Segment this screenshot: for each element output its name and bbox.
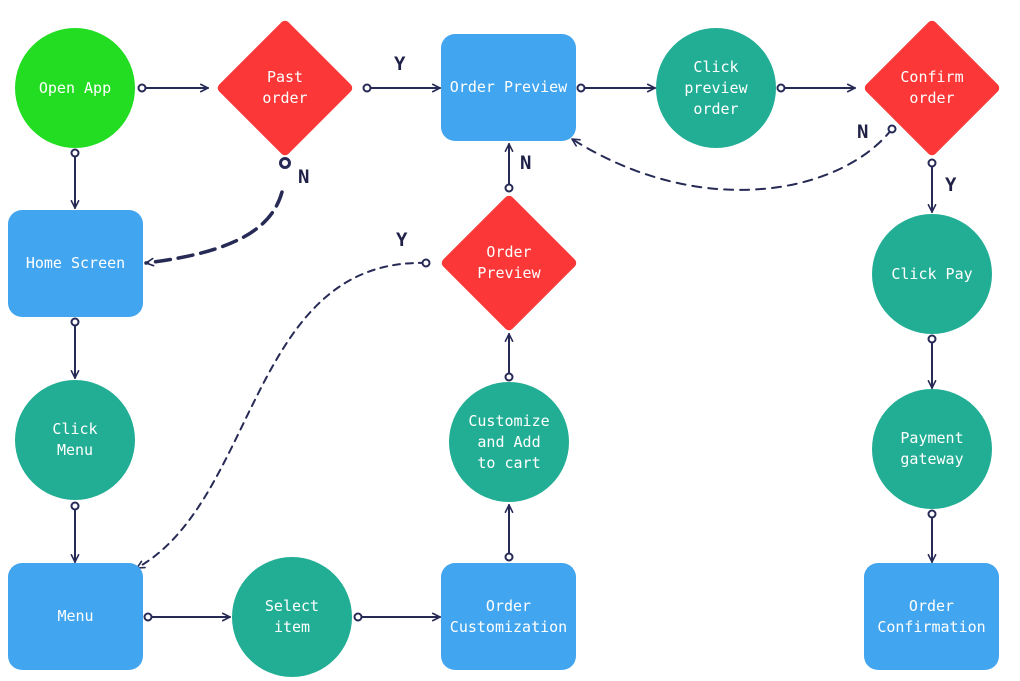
select-item-label: Select item	[264, 597, 320, 636]
payment-gateway-label: Payment gateway	[900, 429, 964, 468]
connector-dot	[927, 158, 937, 168]
confirm-order-label: Confirm order	[900, 68, 964, 107]
menu-label: Menu	[57, 607, 94, 625]
connector-dot	[353, 612, 363, 622]
open-app-node: Open App	[15, 28, 135, 148]
connector-dot	[504, 183, 514, 193]
payment-gateway-node: Payment gateway	[872, 389, 992, 509]
connector-dot	[504, 372, 514, 382]
customize-add-to-cart-label: Customize and Add to cart	[468, 411, 550, 472]
past-order-decision: Past order	[215, 18, 355, 158]
home-screen-node: Home Screen	[8, 210, 143, 317]
confirm-no-label: N	[857, 121, 869, 143]
connector-dot	[137, 83, 147, 93]
connector-dot	[421, 258, 431, 268]
connector-dot	[887, 124, 897, 134]
click-pay-label: Click Pay	[891, 264, 973, 283]
order-preview-decision-label: Order Preview	[477, 243, 541, 282]
order-confirmation-node: Order Confirmation	[864, 563, 999, 670]
click-menu-label: Click Menu	[52, 420, 98, 459]
menu-node: Menu	[8, 563, 143, 670]
connector-dot	[143, 612, 153, 622]
connector-dot	[504, 552, 514, 562]
past-order-no-label: N	[298, 166, 310, 188]
customize-add-to-cart-node: Customize and Add to cart	[449, 382, 569, 502]
order-customization-label: Order Customization	[449, 596, 568, 636]
order-preview-screen: Order Preview	[441, 34, 576, 141]
connector-dot	[279, 157, 291, 169]
order-confirmation-label: Order Confirmation	[877, 596, 986, 636]
connector-dot	[576, 83, 586, 93]
connector-dot	[776, 83, 786, 93]
order-preview-no-label: N	[520, 152, 532, 174]
connector-dot	[70, 148, 80, 158]
past-order-yes-label: Y	[394, 53, 406, 75]
click-pay-node: Click Pay	[872, 214, 992, 334]
confirm-yes-label: Y	[945, 174, 957, 196]
past-order-label: Past order	[262, 68, 308, 107]
order-preview-decision: Order Preview	[439, 193, 579, 333]
connector-dot	[362, 83, 372, 93]
click-menu-node: Click Menu	[15, 380, 135, 500]
click-preview-order-label: Click preview order	[684, 57, 748, 118]
connector-dot	[70, 317, 80, 327]
order-preview-yes-label: Y	[396, 229, 408, 251]
edge-past-order-no-to-home	[144, 190, 284, 267]
connector-dot	[70, 501, 80, 511]
connector-dot	[927, 334, 937, 344]
order-customization-node: Order Customization	[441, 563, 576, 670]
connector-dot	[927, 509, 937, 519]
click-preview-order-node: Click preview order	[656, 28, 776, 148]
edge-confirm-no-to-order-preview	[571, 128, 893, 191]
confirm-order-decision: Confirm order	[862, 18, 1002, 158]
select-item-node: Select item	[232, 557, 352, 677]
home-screen-label: Home Screen	[25, 254, 126, 272]
edge-order-preview-yes-to-menu	[136, 261, 427, 569]
order-preview-screen-label: Order Preview	[449, 78, 568, 96]
open-app-label: Open App	[38, 78, 112, 97]
